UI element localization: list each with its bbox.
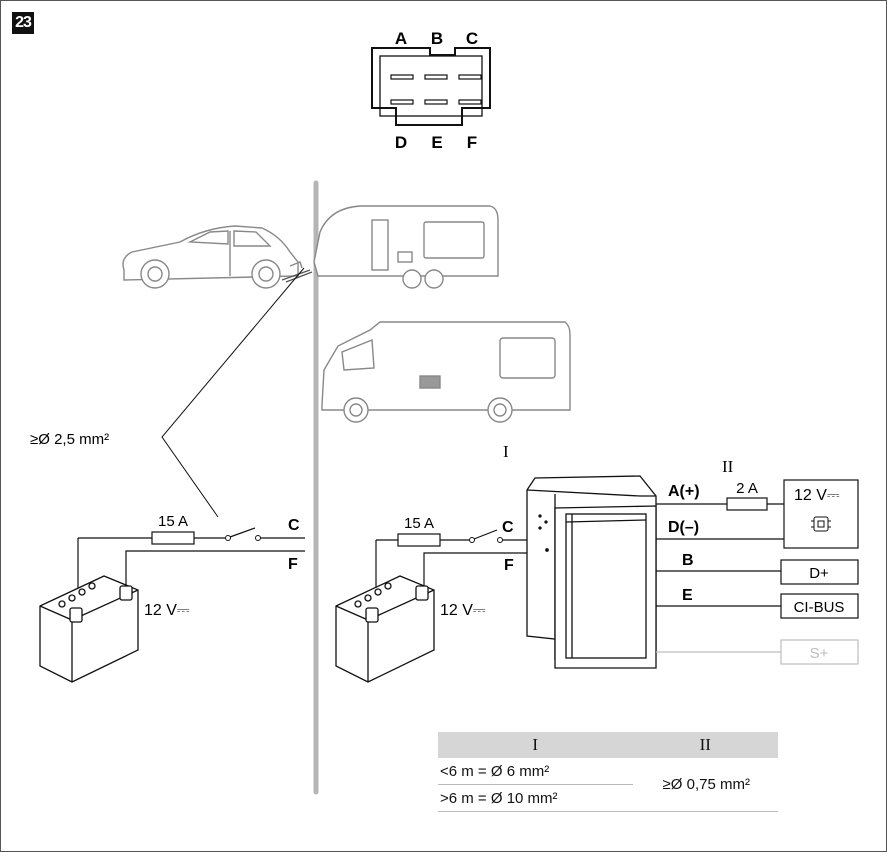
- connector-pins: [390, 74, 482, 105]
- table-cell-merged-ii: ≥Ø 0,75 mm²: [632, 758, 778, 812]
- left-terminal-c: C: [288, 517, 300, 534]
- pin-label-a: A: [395, 29, 407, 48]
- right-fuse: [397, 533, 441, 547]
- right-terminal-c: C: [502, 519, 514, 536]
- supply-voltage: 12 V⎓: [794, 487, 840, 504]
- right-terminal-f: F: [504, 557, 514, 574]
- left-fuse-label: 15 A: [158, 513, 188, 530]
- table-header-i: I: [438, 732, 633, 758]
- refrigerator-illustration: [526, 475, 657, 669]
- left-battery: [39, 575, 139, 683]
- pin-b: B: [682, 552, 694, 569]
- left-circuit: ≥Ø 2,5 mm² 15 A C F 12 V⎓: [30, 267, 305, 683]
- circuit-label-i: I: [503, 442, 509, 461]
- left-gauge-leader: [161, 267, 305, 518]
- table-cell-row1-i: <6 m = Ø 6 mm²: [438, 758, 633, 785]
- trailer-cable: [281, 269, 313, 283]
- car-illustration: [122, 225, 303, 289]
- right-fuse-label: 15 A: [404, 515, 434, 532]
- connector-diagram: A B C D E F: [371, 29, 491, 152]
- right-battery-voltage: 12 V⎓: [440, 602, 486, 619]
- splus-label: S+: [810, 645, 829, 662]
- pin-a-plus: A(+): [668, 483, 700, 500]
- pin-label-e: E: [431, 133, 442, 152]
- dplus-box: [780, 559, 859, 585]
- caravan-illustration: [313, 205, 499, 289]
- supply-fuse: [726, 497, 768, 511]
- pin-label-f: F: [467, 133, 477, 152]
- table-row: <6 m = Ø 6 mm² ≥Ø 0,75 mm²: [438, 758, 778, 812]
- right-battery: [335, 575, 435, 683]
- supply-box: [783, 479, 859, 549]
- left-battery-voltage: 12 V⎓: [144, 602, 190, 619]
- cibus-label: CI-BUS: [794, 599, 845, 616]
- dplus-label: D+: [809, 565, 829, 582]
- pin-d-minus: D(–): [668, 519, 699, 536]
- circuit-label-ii: II: [722, 457, 734, 476]
- connector-housing: [371, 47, 491, 126]
- splus-box: [780, 639, 859, 665]
- pin-label-d: D: [395, 133, 407, 152]
- right-switch: [473, 529, 498, 540]
- left-terminal-f: F: [288, 556, 298, 573]
- motorhome-illustration: [321, 321, 571, 423]
- wire-gauge-table: I II <6 m = Ø 6 mm² ≥Ø 0,75 mm² >6 m = Ø…: [438, 732, 778, 812]
- left-fuse: [151, 531, 195, 545]
- pin-label-b: B: [431, 29, 443, 48]
- pin-e: E: [682, 587, 693, 604]
- table-header-ii: II: [632, 732, 778, 758]
- table-row: >6 m = Ø 10 mm²: [438, 784, 778, 812]
- left-wire-gauge: ≥Ø 2,5 mm²: [30, 431, 109, 448]
- cibus-box: [780, 593, 859, 619]
- right-circuit: I II 15 A C F 12 V⎓: [335, 442, 859, 683]
- table-header-row: I II: [438, 732, 778, 758]
- pin-label-c: C: [466, 29, 478, 48]
- connector-inner: [379, 55, 483, 117]
- figure-number-badge: 23: [12, 12, 34, 34]
- supply-fuse-label: 2 A: [736, 480, 758, 497]
- control-unit-icon: [811, 516, 831, 532]
- table-cell-row2-i: >6 m = Ø 10 mm²: [438, 784, 633, 812]
- left-switch: [229, 527, 256, 538]
